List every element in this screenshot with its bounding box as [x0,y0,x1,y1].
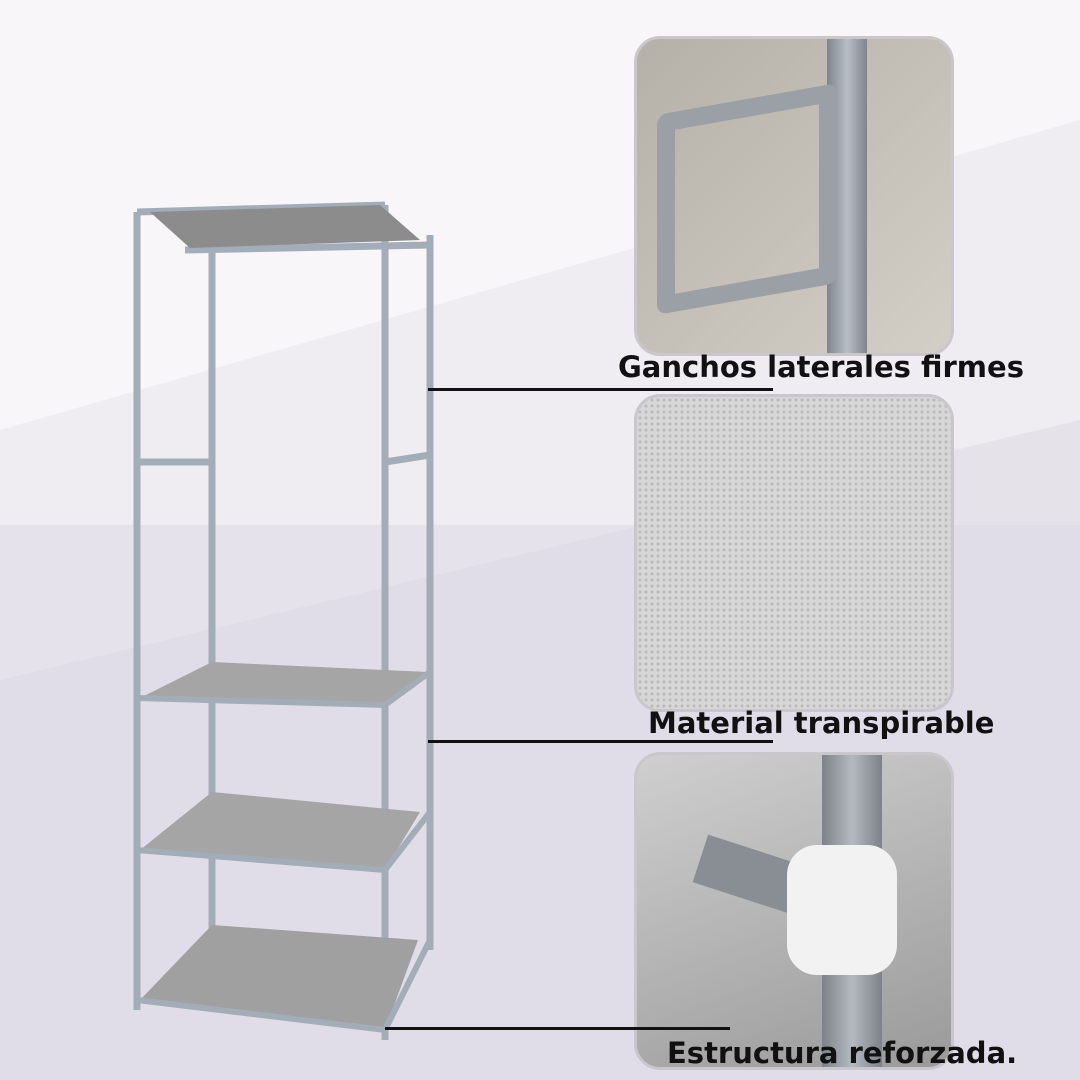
feature-caption-structure: Estructura reforzada. [667,1036,1018,1070]
pointer-line-hooks [428,388,773,391]
hooks-photo [634,36,954,356]
pointer-line-structure [385,1027,730,1030]
pointer-line-material [428,740,773,743]
wardrobe-rack-image [133,201,434,1040]
feature-caption-hooks: Ganchos laterales firmes [618,350,1024,384]
fabric-photo [634,394,954,712]
joint-photo [634,752,954,1070]
feature-caption-material: Material transpirable [648,706,995,740]
